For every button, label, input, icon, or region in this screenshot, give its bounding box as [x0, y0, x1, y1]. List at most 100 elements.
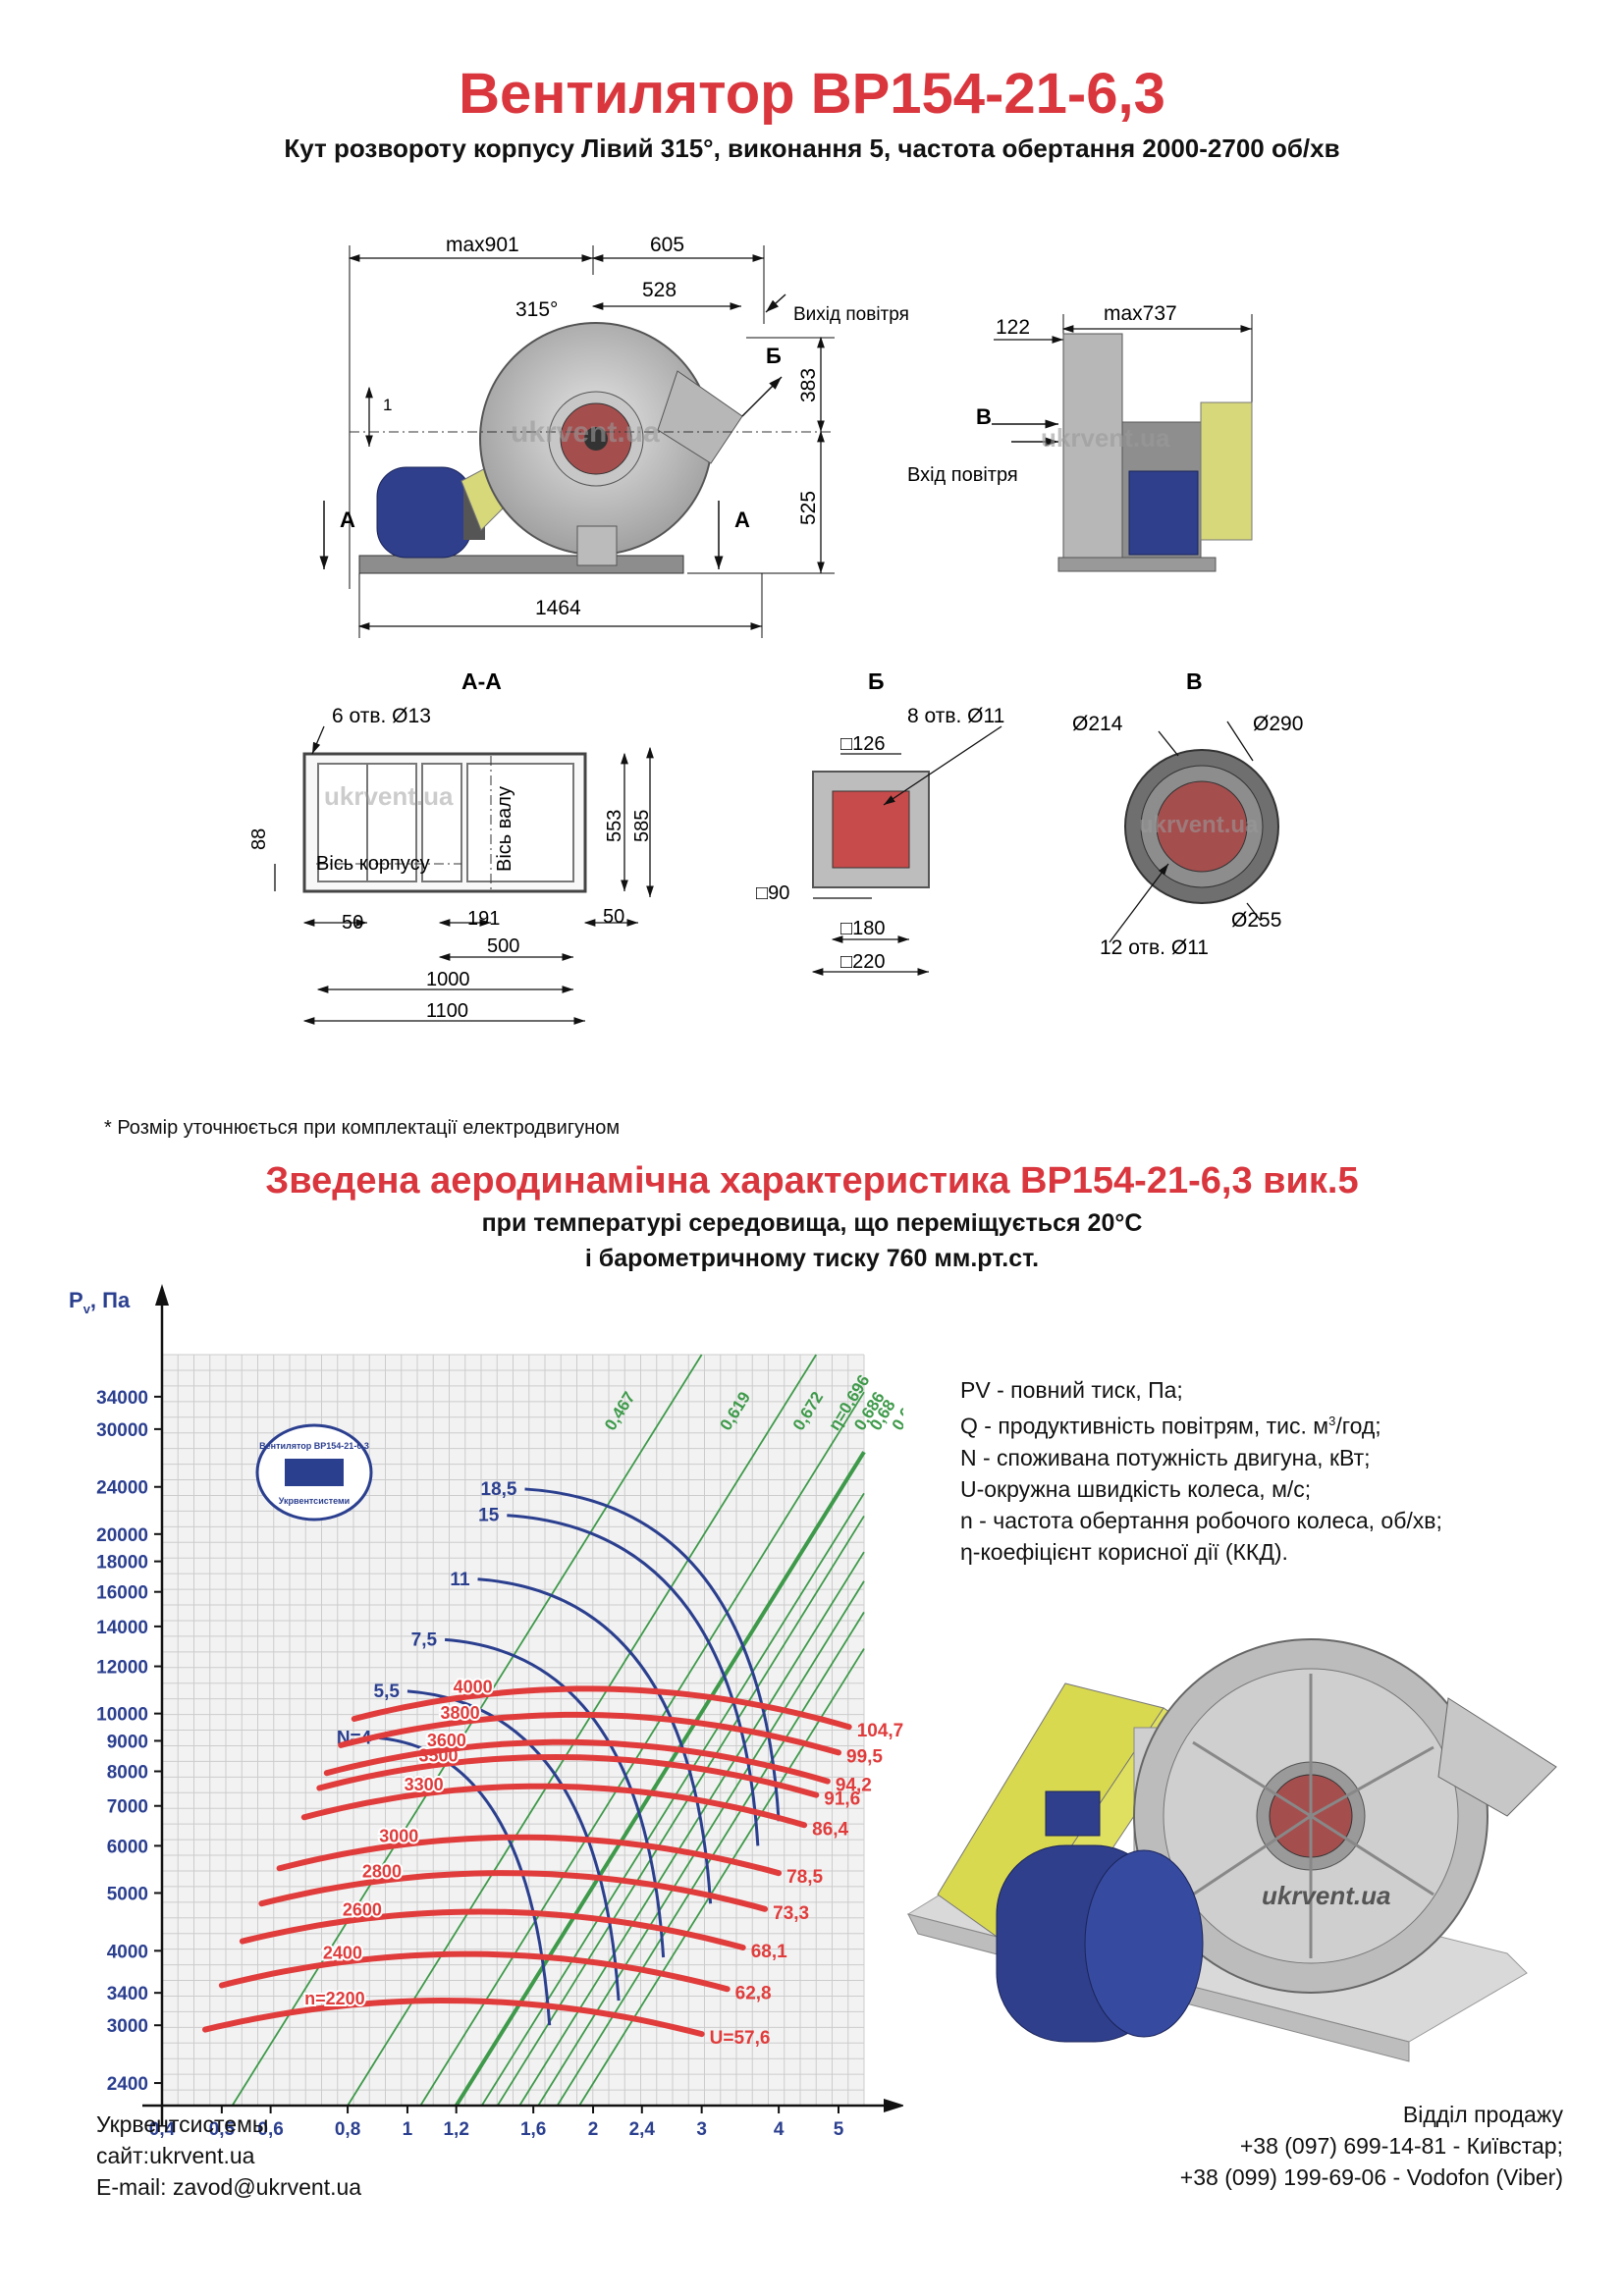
speed-curve-u-label: 86,4 [812, 1819, 848, 1840]
speed-curve-u-label: 73,3 [773, 1903, 809, 1924]
legend-item: n - частота обертання робочого колеса, о… [960, 1507, 1442, 1533]
company-site[interactable]: сайт:ukrvent.ua [96, 2143, 255, 2168]
dim-383: 383 [797, 368, 820, 402]
speed-curve-u-label: 104,7 [857, 1721, 903, 1741]
y-tick-label: 7000 [107, 1797, 148, 1818]
x-axis-arrow [884, 2099, 903, 2112]
sales-title: Відділ продажу [1402, 2102, 1563, 2127]
x-tick-label: 5 [834, 2119, 844, 2140]
chart-conditions-line2: і барометричному тиску 760 мм.рт.ст. [584, 1245, 1040, 1272]
speed-curve [300, 1783, 808, 1829]
technical-drawings: max901 605 528 315° 383 525 1464 Вихід п… [248, 234, 1303, 1025]
chart-axes: Pv, ПаQ, 10³·м³/год240030003400400050006… [69, 1284, 903, 2140]
section-a-right: А [734, 507, 750, 532]
page-title: Вентилятор ВР154-21-6,3 [459, 62, 1165, 126]
dim-90: □90 [756, 882, 789, 904]
power-curve-label: 5,5 [374, 1682, 401, 1702]
legend-item: N - споживана потужність двигуна, кВт; [960, 1444, 1371, 1470]
section-v: В Ø214 Ø290 Ø255 12 отв. Ø11 ukrvent.ua [1072, 668, 1303, 959]
legend-item: PV - повний тиск, Па; [960, 1377, 1183, 1403]
watermark-aa: ukrvent.ua [324, 781, 454, 811]
section-b-holes: 8 отв. Ø11 [907, 705, 1004, 727]
fan-render-image: ukrvent.ua [906, 1638, 1557, 2062]
x-tick-label: 0,6 [257, 2119, 283, 2140]
speed-curve [276, 1834, 783, 1877]
speed-curve-u-label: 94,2 [836, 1776, 872, 1796]
small-dim-1: 1 [383, 396, 392, 414]
dim-315-deg: 315° [515, 298, 558, 321]
x-tick-label: 1 [403, 2119, 413, 2140]
y-tick-label: 3400 [107, 1984, 148, 2004]
y-tick-label: 10000 [96, 1705, 148, 1726]
efficiency-line [419, 1391, 865, 2107]
badge-top-text: Вентилятор ВР154-21-6,3 [259, 1441, 369, 1451]
dim-d214: Ø214 [1072, 713, 1123, 735]
section-v-title: В [1186, 668, 1203, 694]
speed-curve-n-label: 3000 [379, 1827, 418, 1846]
y-axis-arrow [155, 1284, 169, 1306]
section-aa-title: А-А [461, 668, 502, 694]
dim-605: 605 [650, 234, 684, 256]
x-tick-label: 2,4 [629, 2119, 656, 2140]
front-view: max901 605 528 315° 383 525 1464 Вихід п… [319, 234, 909, 638]
speed-curve [316, 1753, 820, 1798]
label-inlet: Вхід повітря [907, 464, 1018, 486]
speed-curve-n-label: 3600 [427, 1731, 466, 1750]
dim-220: □220 [840, 951, 885, 973]
dim-528: 528 [642, 279, 677, 301]
speed-curve [323, 1738, 831, 1785]
section-b-title: Б [868, 668, 885, 694]
label-body-axis: Вісь корпусу [316, 853, 430, 875]
dim-126: □126 [840, 733, 885, 755]
speed-curve-u-label: 99,5 [846, 1746, 883, 1767]
efficiency-line [347, 1354, 818, 2107]
company-email[interactable]: E-mail: zavod@ukrvent.ua [96, 2174, 362, 2200]
dim-max737: max737 [1104, 302, 1177, 325]
watermark-side: ukrvent.ua [1041, 423, 1170, 453]
y-tick-label: 5000 [107, 1884, 148, 1904]
dim-max901: max901 [446, 234, 519, 256]
speed-curve [338, 1711, 841, 1756]
y-tick-label: 20000 [96, 1525, 148, 1546]
y-tick-label: 18000 [96, 1553, 148, 1574]
power-curve-label: 15 [478, 1506, 500, 1526]
power-curve [477, 1577, 713, 1904]
dim-50-left: 50 [342, 912, 363, 934]
speed-curve [202, 1997, 705, 2038]
speed-curve-n-label: 2400 [323, 1944, 362, 1963]
speed-curve [218, 1950, 731, 1993]
sales-phone-2[interactable]: +38 (099) 199-69-06 - Vodofon (Viber) [1179, 2164, 1563, 2190]
contacts-sales: Відділ продажу +38 (097) 699-14-81 - Киї… [1180, 2099, 1563, 2193]
dim-525: 525 [797, 491, 820, 525]
dim-1100: 1100 [426, 1000, 468, 1022]
x-tick-label: 0,8 [335, 2119, 360, 2140]
section-a-left: А [340, 507, 355, 532]
watermark-v: ukrvent.ua [1139, 812, 1259, 838]
label-shaft-axis: Вісь валу [494, 786, 515, 872]
efficiency-line [231, 1354, 703, 2107]
dim-585: 585 [631, 810, 653, 842]
x-tick-label: 3 [696, 2119, 707, 2140]
speed-curve-u-label: 78,5 [786, 1867, 823, 1888]
section-b-mark: Б [766, 344, 782, 368]
legend-item: η-коефіцієнт корисної дії (ККД). [960, 1538, 1288, 1565]
legend-item: Q - продуктивність повітрям, тис. м3/год… [960, 1413, 1381, 1439]
y-tick-label: 8000 [107, 1762, 148, 1783]
chart-legend: PV - повний тиск, Па; Q - продуктивність … [960, 1374, 1442, 1568]
dim-553: 553 [604, 810, 625, 842]
chart-section-title: Зведена аеродинамічна характеристика ВР1… [265, 1160, 1359, 1201]
efficiency-line [537, 1580, 865, 2107]
speed-curve [239, 1908, 746, 1950]
power-curve [507, 1514, 760, 1846]
x-tick-label: 2 [588, 2119, 599, 2140]
aerodynamic-chart: 0,4670,6190,672η=0,6960,6860,680,6670,65… [69, 1284, 903, 2140]
dim-191: 191 [467, 908, 500, 930]
dim-d255: Ø255 [1231, 909, 1281, 932]
speed-curve-n-label: n=2200 [304, 1989, 365, 2008]
company-name: Укрвентсистемы [96, 2111, 269, 2137]
y-tick-label: 2400 [107, 2074, 148, 2095]
section-v-holes: 12 отв. Ø11 [1100, 936, 1209, 959]
sales-phone-1[interactable]: +38 (097) 699-14-81 - Київстар; [1239, 2133, 1563, 2159]
speed-curve [351, 1685, 852, 1731]
